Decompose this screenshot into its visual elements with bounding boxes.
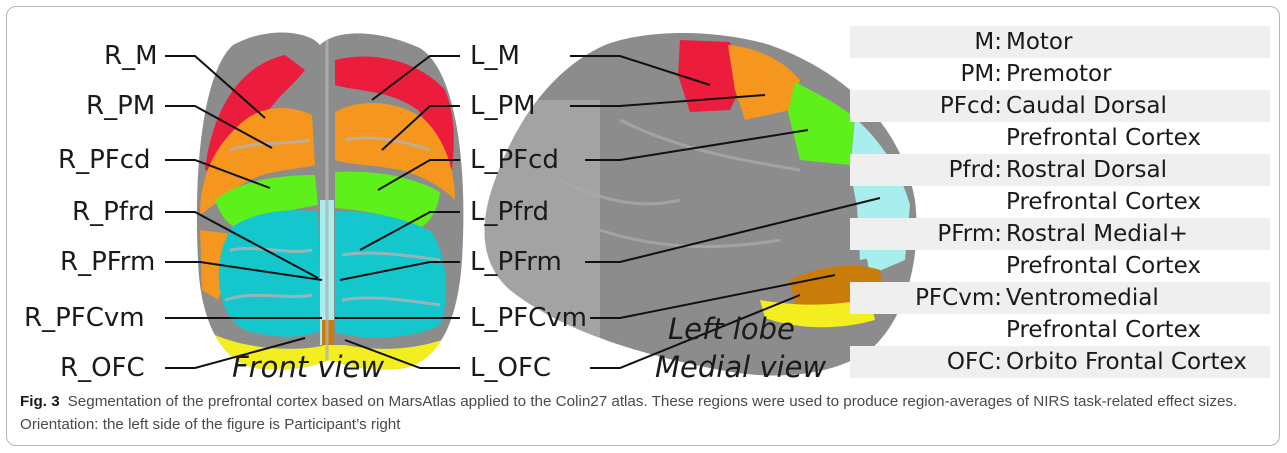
label-r-ofc: R_OFC	[60, 353, 145, 383]
legend-row: Prefrontal Cortex	[850, 314, 1270, 346]
legend-description: Caudal Dorsal	[1006, 90, 1167, 122]
legend-abbr: PM:	[961, 58, 1002, 90]
legend-abbr: PFCvm:	[915, 282, 1002, 314]
label-r-pm: R_PM	[86, 91, 155, 121]
legend-row: Prefrontal Cortex	[850, 186, 1270, 218]
legend-abbr: OFC:	[947, 346, 1002, 378]
label-l-ofc: L_OFC	[470, 353, 551, 383]
legend-row: OFC:Orbito Frontal Cortex	[850, 346, 1270, 378]
legend-row: PFcd:Caudal Dorsal	[850, 90, 1270, 122]
legend-description: Prefrontal Cortex	[1006, 314, 1201, 346]
legend-description: Rostral Medial+	[1006, 218, 1188, 250]
label-l-pfcvm: L_PFCvm	[470, 303, 587, 333]
legend-abbr: M:	[974, 26, 1002, 58]
label-l-pfrm: L_PFrm	[470, 247, 562, 277]
medial-view-title-line2: Medial view	[655, 351, 826, 383]
figure-number: Fig. 3	[20, 393, 60, 410]
legend-row: Pfrd:Rostral Dorsal	[850, 154, 1270, 186]
label-r-pfcd: R_PFcd	[58, 145, 151, 175]
legend-description: Prefrontal Cortex	[1006, 250, 1201, 282]
legend-abbr: Pfrd:	[949, 154, 1002, 186]
caption-text: Segmentation of the prefrontal cortex ba…	[20, 393, 1237, 433]
legend-description: Ventromedial	[1006, 282, 1159, 314]
legend-row: PFrm:Rostral Medial+	[850, 218, 1270, 250]
legend-row: Prefrontal Cortex	[850, 122, 1270, 154]
legend-row: M:Motor	[850, 26, 1270, 58]
legend-row: PFCvm:Ventromedial	[850, 282, 1270, 314]
medial-view-title-line1: Left lobe	[668, 313, 795, 345]
legend-abbr: PFrm:	[937, 218, 1002, 250]
legend-description: Rostral Dorsal	[1006, 154, 1167, 186]
legend-row: PM:Premotor	[850, 58, 1270, 90]
label-l-pfcd: L_PFcd	[470, 145, 559, 175]
label-l-m: L_M	[470, 41, 520, 71]
legend-description: Prefrontal Cortex	[1006, 122, 1201, 154]
label-r-pfcvm: R_PFCvm	[24, 303, 145, 333]
label-l-pfrd: L_Pfrd	[470, 197, 549, 227]
legend-description: Prefrontal Cortex	[1006, 186, 1201, 218]
label-r-pfrd: R_Pfrd	[72, 197, 155, 227]
label-l-pm: L_PM	[470, 91, 536, 121]
legend-description: Motor	[1006, 26, 1072, 58]
label-r-pfrm: R_PFrm	[60, 247, 155, 277]
legend-abbr: PFcd:	[940, 90, 1002, 122]
prefrontal-segmentation-figure: R_M R_PM R_PFcd R_Pfrd R_PFrm R_PFCvm R_…	[0, 0, 1287, 390]
legend-description: Orbito Frontal Cortex	[1006, 346, 1247, 378]
legend-description: Premotor	[1006, 58, 1112, 90]
legend-row: Prefrontal Cortex	[850, 250, 1270, 282]
label-r-m: R_M	[104, 41, 158, 71]
front-view-brain	[197, 32, 464, 375]
front-view-title: Front view	[232, 351, 384, 383]
